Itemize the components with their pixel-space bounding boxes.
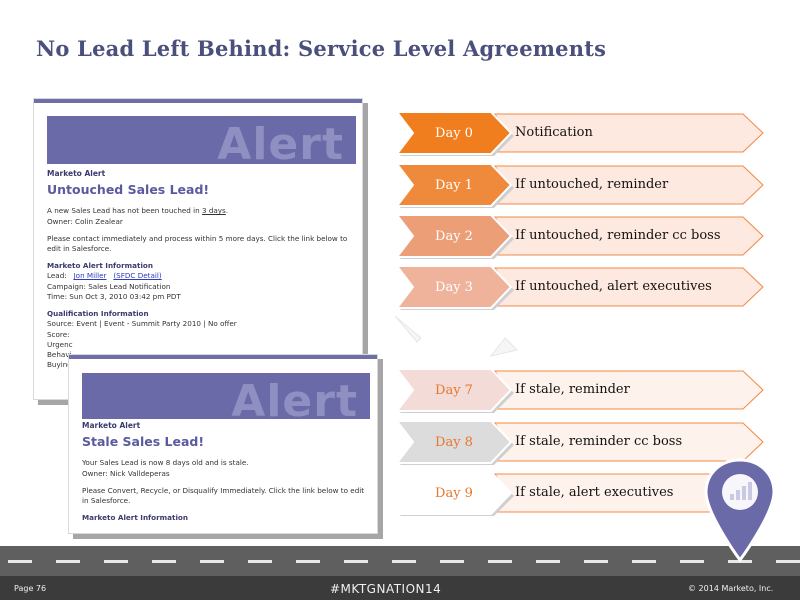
timeline-gap-decoration [395, 316, 518, 357]
road-dash [344, 560, 368, 563]
sla-day-label: Day 8 [435, 434, 473, 450]
alert-headline: Stale Sales Lead! [82, 433, 205, 449]
alert-headline: Untouched Sales Lead! [47, 181, 210, 197]
sla-day-label: Day 3 [435, 279, 473, 295]
road-graphic [0, 546, 800, 576]
sla-action-text: If untouched, reminder cc boss [515, 228, 721, 244]
sla-day-chevron [395, 265, 513, 309]
alert-instructions: Please contact immediately and process w… [47, 233, 348, 254]
sla-day-chevron [395, 214, 513, 258]
alert-owner: Owner: Colin Zealear [47, 216, 123, 226]
qualification-behavior: Behavi [47, 350, 72, 360]
qualification-header: Qualification Information [47, 309, 149, 319]
alert-banner-word: Alert [217, 119, 344, 164]
qualification-source: Source: Event | Event - Summit Party 201… [47, 319, 237, 329]
sla-row: Day 0 Notification [395, 110, 767, 156]
sla-day-label: Day 1 [435, 177, 473, 193]
road-dash [488, 560, 512, 563]
sla-row: Day 7 If stale, reminder [395, 367, 767, 413]
alert-owner: Owner: Nick Valldeperas [82, 468, 170, 478]
footer-bar: Page 76 #MKTGNATION14 © 2014 Marketo, In… [0, 576, 800, 600]
sla-row: Day 8 If stale, reminder cc boss [395, 419, 767, 465]
sla-day-label: Day 0 [435, 125, 473, 141]
road-dash [200, 560, 224, 563]
alert-banner: Alert [82, 373, 370, 419]
alert-banner-word: Alert [231, 376, 358, 419]
sla-day-chevron [395, 111, 513, 155]
alert-message: A new Sales Lead has not been touched in… [47, 206, 229, 216]
road-dash [536, 560, 560, 563]
sla-day-chevron [395, 420, 513, 464]
road-dash [584, 560, 608, 563]
sla-action-text: If stale, alert executives [515, 485, 674, 501]
alert-banner: Alert [47, 116, 356, 164]
sla-action-text: If stale, reminder cc boss [515, 434, 683, 450]
road-dash [152, 560, 176, 563]
qualification-score: Score: [47, 329, 70, 339]
road-dash [104, 560, 128, 563]
page-title: No Lead Left Behind: Service Level Agree… [36, 36, 607, 61]
alert-info-header: Marketo Alert Information [82, 513, 188, 523]
sla-action-text: If untouched, reminder [515, 177, 669, 193]
road-dash [56, 560, 80, 563]
sla-action-text: Notification [515, 125, 593, 141]
qualification-buying: Buying [47, 360, 72, 370]
stale-alert-email: Alert Marketo Alert Stale Sales Lead! Yo… [68, 354, 378, 534]
sla-row: Day 2 If untouched, reminder cc boss [395, 213, 767, 259]
alert-message: Your Sales Lead is now 8 days old and is… [82, 458, 249, 468]
alert-kicker: Marketo Alert [82, 421, 141, 430]
lead-name-link[interactable]: Jon Miller [73, 271, 107, 281]
alert-instructions: Please Convert, Recycle, or Disqualify I… [82, 485, 365, 506]
alert-kicker: Marketo Alert [47, 169, 106, 178]
sla-action-text: If untouched, alert executives [515, 279, 712, 295]
sla-day-chevron [395, 368, 513, 412]
road-dash [440, 560, 464, 563]
alert-info-header: Marketo Alert Information [47, 261, 153, 271]
event-hashtag: #MKTGNATION14 [330, 582, 442, 596]
sla-day-label: Day 9 [435, 485, 473, 501]
sla-day-label: Day 2 [435, 228, 473, 244]
sla-row: Day 3 If untouched, alert executives [395, 264, 767, 310]
sla-action-text: If stale, reminder [515, 382, 630, 398]
page-number: Page 76 [14, 584, 47, 593]
sla-day-chevron [395, 163, 513, 207]
road-dash [248, 560, 272, 563]
alert-lead-line: Lead: Jon Miller (SFDC Detail) [47, 271, 162, 281]
road-dash [392, 560, 416, 563]
road-dash [776, 560, 800, 563]
road-dash [632, 560, 656, 563]
sla-row: Day 9 If stale, alert executives [395, 470, 767, 516]
sla-row: Day 1 If untouched, reminder [395, 162, 767, 208]
sla-day-chevron [395, 471, 513, 515]
road-dash [296, 560, 320, 563]
sfdc-detail-link[interactable]: (SFDC Detail) [113, 271, 162, 281]
road-dash [8, 560, 32, 563]
qualification-urgency: Urgenc [47, 339, 73, 349]
alert-campaign: Campaign: Sales Lead Notification [47, 281, 171, 291]
sla-day-label: Day 7 [435, 382, 473, 398]
map-pin-icon [704, 458, 776, 563]
road-dash [680, 560, 704, 563]
alert-time: Time: Sun Oct 3, 2010 03:42 pm PDT [47, 291, 181, 301]
untouched-alert-email: Alert Marketo Alert Untouched Sales Lead… [33, 98, 363, 400]
copyright: © 2014 Marketo, Inc. [688, 584, 774, 593]
